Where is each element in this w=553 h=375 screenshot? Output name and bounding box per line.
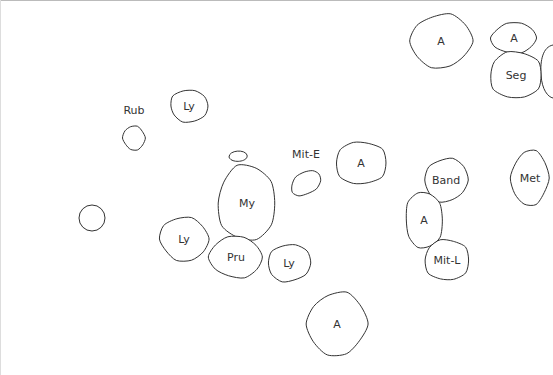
cell-membrane	[159, 217, 209, 261]
blood-cell: My	[216, 165, 278, 241]
cell-label: Band	[432, 174, 460, 187]
blood-cell: Ly	[159, 216, 209, 262]
cell-membrane	[218, 165, 275, 240]
cell-membrane	[410, 14, 473, 69]
cell-membrane	[490, 23, 536, 54]
cell-label: Mit-L	[434, 254, 461, 267]
blood-cell: A	[410, 13, 472, 69]
blood-cell: Mit-L	[424, 238, 470, 282]
blood-cell: Ly	[267, 243, 311, 283]
unlabelled-cell	[79, 205, 105, 231]
blood-cell: Mit-E	[285, 148, 327, 198]
blood-cell: Ly	[169, 89, 209, 123]
cut-cell	[541, 45, 553, 98]
frame-line	[0, 0, 553, 1]
cell-membrane	[122, 126, 145, 150]
blood-cell: Seg	[488, 51, 544, 99]
cell-membrane	[306, 292, 368, 356]
cell-membrane	[208, 236, 262, 278]
cell-label: A	[420, 214, 428, 227]
cell-label: Seg	[506, 69, 527, 82]
cell-label: A	[357, 157, 365, 170]
cell-membrane	[268, 245, 310, 282]
cell-membrane	[491, 52, 541, 98]
blood-cell: A	[490, 22, 538, 54]
blood-cell: A	[335, 140, 387, 186]
cell-membrane	[425, 240, 469, 280]
cell-label: Mit-E	[292, 148, 320, 161]
frame-line	[0, 0, 1, 375]
cell-label: A	[333, 318, 341, 331]
cell-label: Ly	[283, 257, 295, 270]
cell-label: Met	[520, 172, 541, 185]
cell-label: A	[510, 32, 518, 45]
cell-membrane	[171, 90, 208, 122]
unlabelled-cell	[229, 151, 247, 161]
cell-label: Ly	[178, 233, 190, 246]
blood-cell: A	[306, 292, 368, 356]
cell-membrane	[292, 171, 321, 196]
cell-label: Ly	[183, 100, 195, 113]
cell-membrane	[337, 142, 386, 184]
blood-cell: Rub	[118, 104, 150, 150]
cell-label: Rub	[123, 104, 144, 117]
cell-membrane	[406, 192, 442, 248]
blood-cell: Met	[510, 150, 550, 206]
cell-label: A	[437, 35, 445, 48]
cell-label: My	[239, 197, 255, 210]
blood-cell: Pru	[209, 235, 263, 279]
cell-label: Pru	[227, 251, 245, 264]
cell-membrane	[510, 150, 549, 205]
